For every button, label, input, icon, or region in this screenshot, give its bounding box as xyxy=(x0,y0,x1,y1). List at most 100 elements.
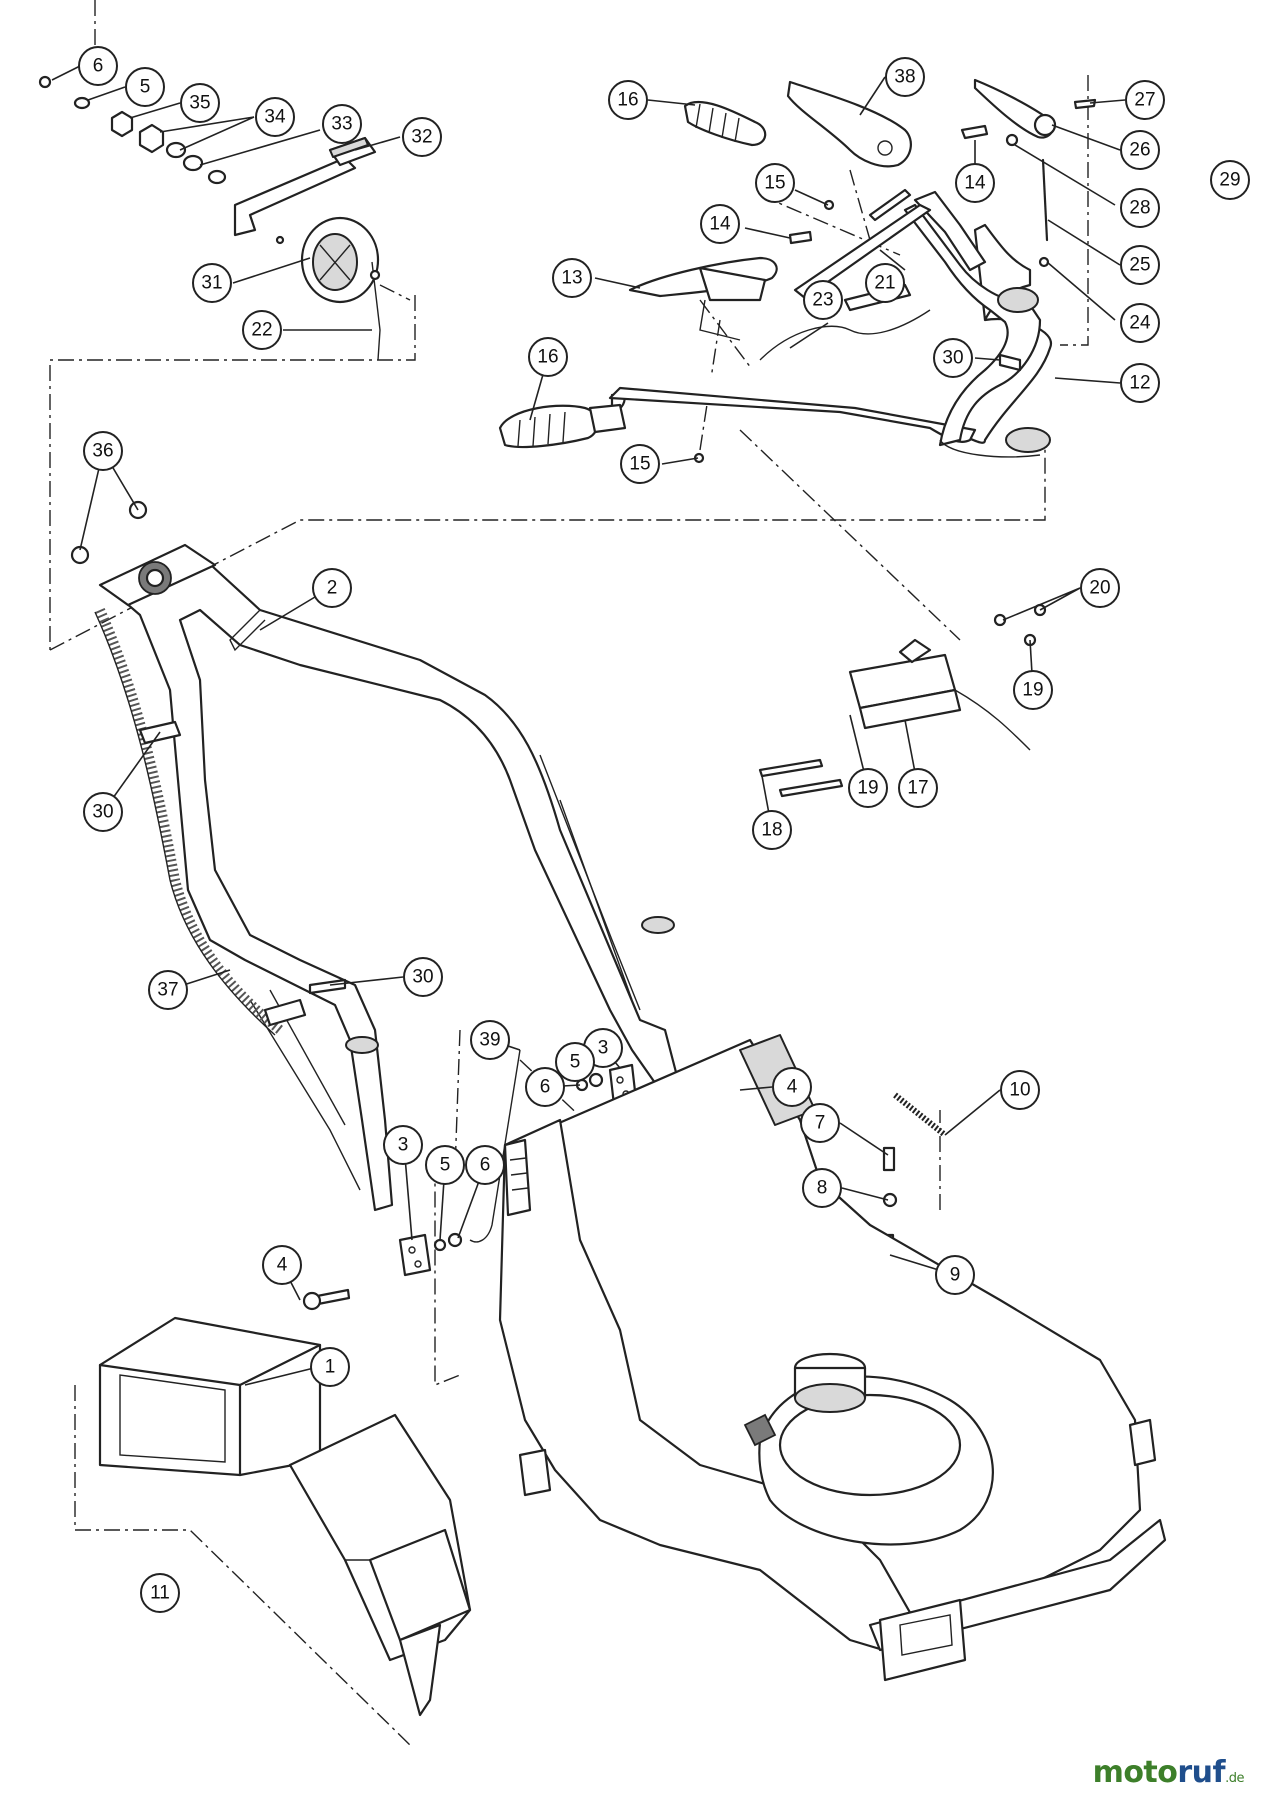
callout-5: 5 xyxy=(555,1042,595,1082)
callout-label: 11 xyxy=(150,1583,170,1604)
callout-2: 2 xyxy=(312,568,352,608)
callout-label: 3 xyxy=(598,1038,609,1059)
callout-label: 30 xyxy=(942,348,963,369)
callout-circle xyxy=(608,80,648,120)
callout-circle xyxy=(528,337,568,377)
callout-label: 27 xyxy=(1134,90,1155,111)
callout-circle xyxy=(1013,670,1053,710)
callout-label: 39 xyxy=(479,1030,500,1051)
handle-grip-16-top xyxy=(683,100,767,147)
callout-34: 34 xyxy=(255,97,295,137)
callout-label: 30 xyxy=(92,802,113,823)
callout-label: 6 xyxy=(93,56,104,77)
callout-36: 36 xyxy=(83,431,123,471)
callout-circle xyxy=(935,1255,975,1295)
callout-label: 5 xyxy=(570,1052,581,1073)
callout-label: 21 xyxy=(874,273,895,294)
callout-label: 12 xyxy=(1129,373,1150,394)
callout-28: 28 xyxy=(1120,188,1160,228)
spring-10 xyxy=(893,1092,947,1138)
callout-circle xyxy=(1000,1070,1040,1110)
callout-circle xyxy=(772,1067,812,1107)
callout-label: 23 xyxy=(812,290,833,311)
callout-circle xyxy=(78,46,118,86)
callout-37: 37 xyxy=(148,970,188,1010)
callout-circle xyxy=(1125,80,1165,120)
callout-circle xyxy=(552,258,592,298)
callout-19: 19 xyxy=(848,768,888,808)
washer-8 xyxy=(882,1192,898,1208)
callout-circle xyxy=(180,83,220,123)
bracket-3-left xyxy=(398,1233,432,1277)
callout-circle xyxy=(1210,160,1250,200)
callout-circle xyxy=(620,444,660,484)
callout-label: 4 xyxy=(787,1077,798,1098)
callout-13: 13 xyxy=(552,258,592,298)
callout-label: 14 xyxy=(964,173,986,194)
callout-circle xyxy=(383,1125,423,1165)
pin-7 xyxy=(882,1146,896,1172)
callout-circle xyxy=(800,1103,840,1143)
fastener-stack xyxy=(38,75,227,185)
callout-circle xyxy=(555,1042,595,1082)
callout-circle xyxy=(848,768,888,808)
callout-label: 19 xyxy=(857,778,878,799)
callout-circle xyxy=(898,768,938,808)
callout-29: 29 xyxy=(1210,160,1250,200)
callout-3: 3 xyxy=(383,1125,423,1165)
callout-11: 11 xyxy=(140,1573,180,1613)
callout-circle xyxy=(752,810,792,850)
callout-circle xyxy=(425,1145,465,1185)
callout-7: 7 xyxy=(800,1103,840,1143)
callout-30: 30 xyxy=(83,792,123,832)
callout-5: 5 xyxy=(425,1145,465,1185)
callout-circle xyxy=(465,1145,505,1185)
callout-4: 4 xyxy=(262,1245,302,1285)
callout-circle xyxy=(525,1067,565,1107)
callout-label: 35 xyxy=(189,93,210,114)
callout-33: 33 xyxy=(322,104,362,144)
cable-23 xyxy=(759,309,931,361)
callout-label: 5 xyxy=(440,1155,451,1176)
callout-label: 32 xyxy=(411,127,432,148)
callout-circle xyxy=(885,57,925,97)
callout-label: 17 xyxy=(907,778,928,799)
callout-label: 26 xyxy=(1129,140,1150,161)
callout-circle xyxy=(140,1573,180,1613)
callout-circle xyxy=(312,568,352,608)
callout-circle xyxy=(322,104,362,144)
callout-circle xyxy=(1120,130,1160,170)
callout-label: 19 xyxy=(1022,680,1043,701)
callout-27: 27 xyxy=(1125,80,1165,120)
callout-35: 35 xyxy=(180,83,220,123)
chute-11 xyxy=(288,1413,472,1717)
callout-14: 14 xyxy=(700,204,740,244)
callout-12: 12 xyxy=(1120,363,1160,403)
callout-circle xyxy=(802,1168,842,1208)
callout-circle xyxy=(933,338,973,378)
callout-8: 8 xyxy=(802,1168,842,1208)
cable-22 xyxy=(371,261,381,361)
callout-label: 37 xyxy=(157,980,178,1001)
callout-label: 7 xyxy=(815,1113,826,1134)
main-handle-2 xyxy=(103,553,680,1212)
callout-circle xyxy=(125,67,165,107)
callout-4: 4 xyxy=(772,1067,812,1107)
callout-circle xyxy=(803,280,843,320)
callout-14: 14 xyxy=(955,163,995,203)
callout-label: 10 xyxy=(1009,1080,1030,1101)
callout-label: 14 xyxy=(709,214,731,235)
callout-24: 24 xyxy=(1120,303,1160,343)
callout-circle xyxy=(403,957,443,997)
callout-1: 1 xyxy=(310,1347,350,1387)
callout-15: 15 xyxy=(755,163,795,203)
spiral-cable-37 xyxy=(95,607,284,1034)
callout-label: 1 xyxy=(325,1357,336,1378)
callout-label: 9 xyxy=(950,1265,961,1286)
callout-label: 15 xyxy=(764,173,785,194)
callout-label: 33 xyxy=(331,114,352,135)
callout-circle xyxy=(1120,363,1160,403)
callout-label: 38 xyxy=(894,67,915,88)
watermark-part-c: .de xyxy=(1225,1771,1244,1786)
